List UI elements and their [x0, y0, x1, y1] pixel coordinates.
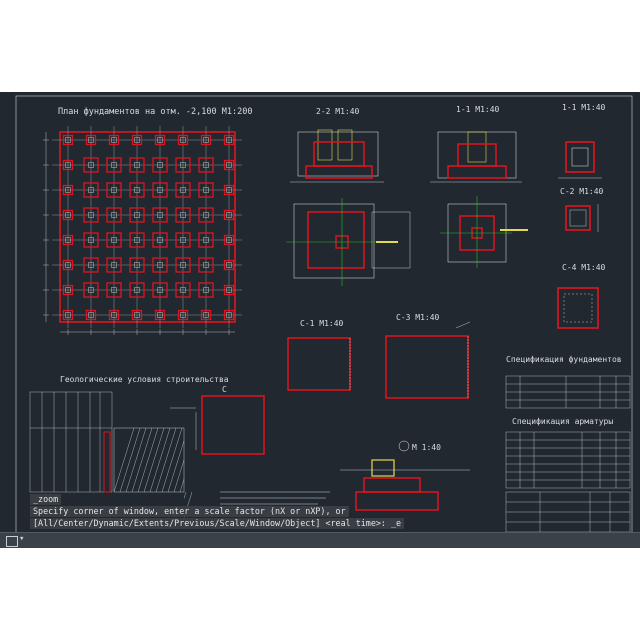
foundation-detail-b: [440, 196, 528, 268]
section-22-title: 2-2 М1:40: [316, 107, 360, 116]
command-line-icon[interactable]: [6, 536, 18, 547]
section-c2: [565, 204, 599, 232]
foundation-plan: [43, 126, 242, 335]
command-history-line: Specify corner of window, enter a scale …: [30, 506, 349, 517]
geology-hatch: [103, 427, 193, 518]
spec-rebar-title: Спецификация арматуры: [512, 417, 613, 426]
section-11-title: 1-1 М1:40: [456, 105, 500, 114]
section-22: [290, 129, 384, 183]
chevron-down-icon[interactable]: ▾: [19, 534, 25, 544]
notes-text: [220, 491, 330, 505]
spec-rebar-table: [505, 431, 631, 489]
section-c1: [287, 337, 351, 391]
drawing-canvas[interactable]: План фундаментов на отм. -2,100 М1:200 2…: [0, 92, 640, 548]
geology-table: [29, 391, 113, 493]
command-history-line: [All/Center/Dynamic/Extents/Previous/Sca…: [30, 518, 405, 529]
section-11: [430, 131, 522, 183]
command-line-input[interactable]: ▾: [0, 532, 640, 548]
mark-c: С: [222, 385, 227, 394]
section-c3: [385, 321, 471, 399]
section-c2-title: С-2 М1:40: [560, 187, 604, 196]
geology-title: Геологические условия строительства: [60, 375, 229, 384]
command-history: _zoom Specify corner of window, enter a …: [30, 494, 405, 534]
command-history-line: _zoom: [30, 494, 62, 505]
spec-foundations-table: [505, 375, 631, 409]
title-block: [505, 491, 631, 533]
section-c4: [557, 287, 599, 329]
section-m-title: М 1:40: [412, 443, 441, 452]
section-c4-title: С-4 М1:40: [562, 263, 606, 272]
cad-viewport[interactable]: План фундаментов на отм. -2,100 М1:200 2…: [0, 92, 640, 548]
section-m-detail: [340, 440, 470, 511]
plan-title: План фундаментов на отм. -2,100 М1:200: [58, 107, 252, 117]
small-plan-c: [170, 395, 265, 455]
spec-foundations-title: Спецификация фундаментов: [506, 355, 622, 364]
section-c1-title: С-1 М1:40: [300, 319, 344, 328]
section-11b-title: 1-1 М1:40: [562, 103, 606, 112]
foundation-detail-a: [286, 198, 411, 286]
section-c3-title: С-3 М1:40: [396, 313, 440, 322]
section-11b: [558, 141, 602, 179]
